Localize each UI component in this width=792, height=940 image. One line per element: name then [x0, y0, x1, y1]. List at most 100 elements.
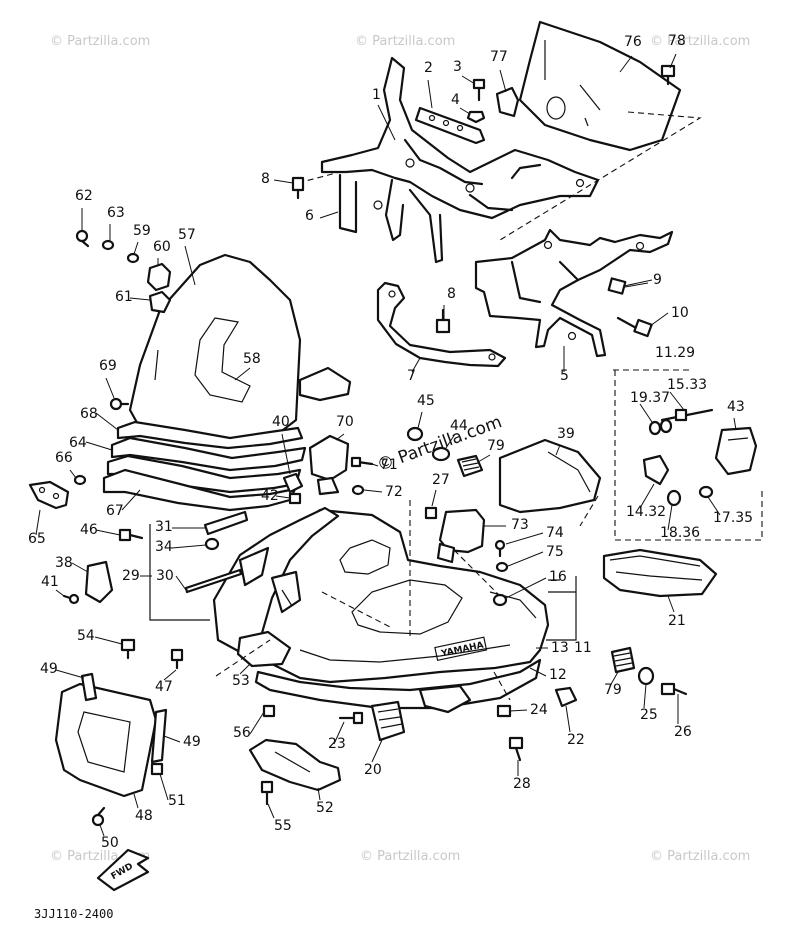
callout-label: 46 — [80, 522, 98, 538]
callout-label: 16 — [549, 569, 567, 585]
callout-label: 19.37 — [630, 390, 670, 406]
callout-label: 73 — [511, 517, 529, 533]
callout-label: 58 — [243, 351, 261, 367]
bracket-14-32 — [642, 454, 670, 486]
callout-label: 4 — [451, 92, 460, 108]
nut-51 — [150, 762, 164, 776]
callout-label: 12 — [549, 667, 567, 683]
grommet-34 — [204, 537, 220, 551]
callout-label: 26 — [674, 724, 692, 740]
callout-label: 14.32 — [626, 504, 666, 520]
nut-72 — [351, 484, 365, 496]
callout-label: 51 — [168, 793, 186, 809]
callout-label: 78 — [668, 33, 686, 49]
screw-74 — [494, 539, 506, 558]
callout-label: 8 — [447, 286, 456, 302]
callout-label: 5 — [560, 368, 569, 384]
watermark-layer: © Partzilla.com© Partzilla.com© Partzill… — [50, 34, 750, 864]
callout-label: 7 — [407, 368, 416, 384]
strip-30 — [184, 568, 243, 594]
strip-49-right — [150, 708, 168, 764]
screw-41 — [62, 593, 80, 605]
callout-label: 54 — [77, 628, 95, 644]
callout-label: 11.29 — [655, 345, 695, 361]
strip-31 — [203, 510, 249, 536]
bolt-26 — [660, 682, 688, 696]
callout-label: 27 — [432, 472, 450, 488]
watermark-text: © Partzilla.com — [650, 34, 750, 49]
bolt-10 — [616, 316, 653, 338]
screw-23 — [338, 711, 364, 725]
mirror-73 — [436, 508, 486, 564]
strip-49-left — [80, 672, 98, 702]
callout-label: 2 — [424, 60, 433, 76]
clip-22 — [554, 686, 578, 708]
callout-label: 44 — [450, 418, 468, 434]
fwd-arrow: FWD — [96, 848, 150, 892]
callout-label: 48 — [135, 808, 153, 824]
screw-69 — [109, 397, 130, 411]
inner-cover-76 — [518, 20, 682, 152]
callout-label: 11 — [574, 640, 592, 656]
upper-stay-frame — [320, 56, 600, 264]
screw-50 — [91, 806, 106, 827]
callout-label: 24 — [530, 702, 548, 718]
screw-62 — [75, 229, 90, 248]
callout-label: 70 — [336, 414, 354, 430]
callout-label: 39 — [557, 426, 575, 442]
nut-18-36 — [666, 489, 682, 507]
callout-label: 77 — [490, 49, 508, 65]
callout-label: 23 — [328, 736, 346, 752]
callout-label: 57 — [178, 227, 196, 243]
bolt-8-lower — [435, 308, 451, 334]
callout-label: 41 — [41, 574, 59, 590]
watermark-text: © Partzilla.com — [360, 849, 460, 864]
bolt-28 — [508, 736, 524, 762]
clip-60 — [146, 262, 172, 292]
callout-label: 18.36 — [660, 525, 700, 541]
callout-label: 31 — [155, 519, 173, 535]
bracket-2 — [414, 106, 486, 145]
callout-label: 10 — [671, 305, 689, 321]
callout-label: 22 — [567, 732, 585, 748]
cover-43 — [714, 426, 758, 476]
cowling-trim-bands — [102, 420, 307, 512]
grommet-44 — [431, 446, 451, 462]
air-duct-39 — [498, 438, 602, 514]
bolt-54 — [120, 638, 136, 660]
nut-75 — [495, 561, 509, 573]
bracket-29-group — [149, 524, 210, 621]
bracket-7 — [376, 281, 507, 368]
callout-label: 71 — [380, 457, 398, 473]
callout-label: 9 — [653, 272, 662, 288]
bolt-47 — [170, 648, 184, 670]
damper-79-lower — [610, 646, 636, 674]
callout-label: 74 — [546, 525, 564, 541]
mirror-70 — [308, 434, 350, 496]
bracket-65 — [28, 480, 70, 510]
pad-20 — [370, 700, 406, 742]
callout-label: 59 — [133, 223, 151, 239]
callout-label: 53 — [232, 673, 250, 689]
callout-label: 30 — [156, 568, 174, 584]
callout-label: 3 — [453, 59, 462, 75]
washer-19-37 — [648, 418, 673, 436]
callout-label: 17.35 — [713, 510, 753, 526]
nut-4 — [466, 110, 486, 124]
nut-24 — [496, 704, 512, 718]
callout-label: 15.33 — [667, 377, 707, 393]
callout-label: 47 — [155, 679, 173, 695]
callout-label: 43 — [727, 399, 745, 415]
callout-label: 75 — [546, 544, 564, 560]
screw-15-33 — [660, 408, 714, 422]
callout-label: 6 — [305, 208, 314, 224]
callout-label: 64 — [69, 435, 87, 451]
callout-label: 68 — [80, 406, 98, 422]
callout-label: 79 — [487, 438, 505, 454]
nut-56 — [262, 704, 276, 718]
lower-stay-frame — [474, 228, 674, 358]
callout-label: 67 — [106, 503, 124, 519]
callout-label: 8 — [261, 171, 270, 187]
